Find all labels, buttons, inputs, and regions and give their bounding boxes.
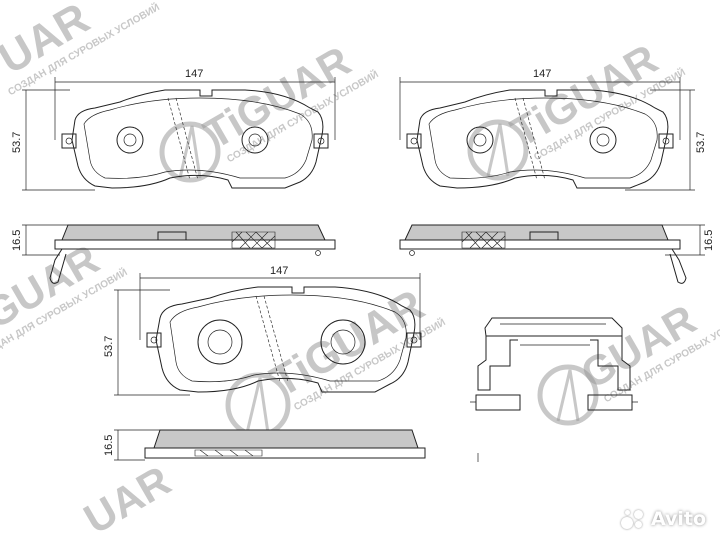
spring-clip xyxy=(49,248,67,284)
clip-left-leg xyxy=(477,336,518,391)
watermark-top-left: UAR СОЗДАН ДЛЯ СУРОВЫХ УСЛОВИЙ xyxy=(0,0,162,98)
watermark-top-right: TiGUAR СОЗДАН ДЛЯ СУРОВЫХ УСЛОВИЙ xyxy=(467,35,688,181)
friction-material-outline xyxy=(169,294,407,383)
backing-plate-outline xyxy=(416,89,669,189)
pad-side-view-mid-left: 16.5 xyxy=(11,224,336,284)
backing-plate xyxy=(54,239,336,250)
chamfer-slot xyxy=(167,97,191,181)
pad-side-view-mid-right: 16.5 xyxy=(399,224,715,284)
watermark-brand: UAR xyxy=(76,457,178,540)
piston-circle-inner xyxy=(596,133,610,147)
piston-circle-outer xyxy=(466,126,494,154)
thickness-dimension-label: 16.5 xyxy=(11,230,23,251)
avito-badge: Avito xyxy=(620,508,706,530)
watermark-ring-icon xyxy=(467,119,529,181)
watermark-bottom-left: UAR xyxy=(76,457,178,540)
ear-hole-left xyxy=(150,336,158,344)
piston-circle-inner xyxy=(330,329,356,355)
piston-circle-outer xyxy=(197,319,243,365)
width-dimension-label: 147 xyxy=(185,68,203,80)
thickness-dimension-label: 16.5 xyxy=(703,230,715,251)
mounting-ear-left xyxy=(406,133,422,149)
backing-plate xyxy=(144,447,426,459)
height-dimension-label: 53.7 xyxy=(695,132,707,153)
piston-circle-outer xyxy=(589,126,617,154)
pad-front-view-top-left: 147 53.7 xyxy=(11,68,336,191)
mounting-ear-right xyxy=(313,133,329,149)
piston-circle-outer xyxy=(241,126,269,154)
clip-top-bar xyxy=(484,317,623,337)
anti-rattle-clip xyxy=(470,317,638,411)
friction-lining xyxy=(61,224,326,241)
chamfer-slot xyxy=(514,97,538,181)
chamfer-slot xyxy=(175,97,199,181)
piston-circle-inner xyxy=(248,133,262,147)
width-dimension-label: 147 xyxy=(533,68,551,80)
mounting-ear-right xyxy=(658,133,674,149)
ear-hole-left xyxy=(410,137,418,145)
width-dimension-label: 147 xyxy=(270,265,288,277)
wear-indicator-pin xyxy=(315,250,321,256)
watermark-leaf-icon xyxy=(486,123,510,177)
chamfer-slot xyxy=(522,97,546,181)
backing-plate-outline xyxy=(71,89,324,189)
ear-hole-right xyxy=(317,137,325,145)
clip-tab xyxy=(157,231,187,241)
avito-logo-icon xyxy=(620,508,647,530)
spring-clip xyxy=(669,248,687,284)
mounting-ear-left xyxy=(146,332,162,348)
ear-hole-left xyxy=(65,137,73,145)
watermark-ring-icon xyxy=(159,121,221,183)
ear-hole-right xyxy=(662,137,670,145)
thickness-dimension-label: 16.5 xyxy=(103,435,115,456)
watermark-top-center: TiGUAR СОЗДАН ДЛЯ СУРОВЫХ УСЛОВИЙ xyxy=(159,37,381,183)
friction-lining xyxy=(153,429,419,449)
mounting-ear-left xyxy=(61,133,77,149)
backing-plate xyxy=(399,239,681,250)
shim-hatch xyxy=(194,449,263,457)
clip-left-foot xyxy=(475,394,521,411)
avito-label: Avito xyxy=(650,508,706,530)
height-dimension-label: 53.7 xyxy=(11,132,23,153)
shim-hatch xyxy=(461,231,506,249)
piston-circle-inner xyxy=(207,329,233,355)
wear-indicator-pin xyxy=(409,250,415,256)
clip-right-leg xyxy=(590,336,631,391)
friction-material-outline xyxy=(83,97,313,179)
height-dimension-label: 53.7 xyxy=(103,336,115,357)
clip-right-foot xyxy=(587,394,633,411)
clip-tab xyxy=(529,231,559,241)
pad-front-view-top-right: 147 53.7 xyxy=(399,68,707,191)
mounting-ear-right xyxy=(406,332,422,348)
watermark-leaf-icon xyxy=(178,125,202,179)
ear-hole-right xyxy=(410,336,418,344)
pad-front-view-bottom: 147 53.7 xyxy=(103,265,422,396)
shim-hatch xyxy=(231,231,276,249)
watermark-center: TiGUAR СОЗДАН ДЛЯ СУРОВЫХ УСЛОВИЙ xyxy=(225,280,448,438)
piston-circle-outer xyxy=(320,319,366,365)
watermark-leaf-icon xyxy=(556,369,580,422)
piston-circle-outer xyxy=(116,126,144,154)
piston-circle-inner xyxy=(123,133,137,147)
watermark-leaf-icon xyxy=(245,377,270,434)
friction-material-outline xyxy=(428,97,658,179)
piston-circle-inner xyxy=(473,133,487,147)
pad-side-view-bottom: 16.5 xyxy=(103,429,479,462)
